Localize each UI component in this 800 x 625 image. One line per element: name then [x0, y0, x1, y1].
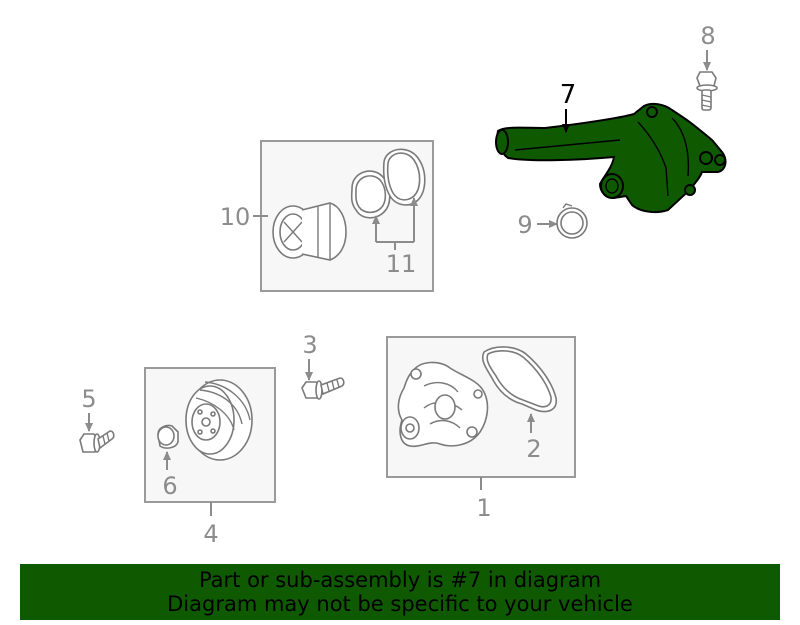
seal-ring-part-11[interactable] [350, 148, 426, 219]
callout-3: 3 [302, 331, 317, 359]
o-ring-part-9[interactable] [556, 203, 588, 239]
water-outlet-housing-part-7[interactable] [495, 102, 727, 214]
callout-1: 1 [476, 494, 491, 522]
callout-10: 10 [220, 203, 251, 231]
thermostat-part-10[interactable] [272, 202, 347, 261]
callout-11: 11 [386, 250, 417, 278]
bolt-part-3[interactable] [301, 377, 345, 400]
banner-line-2: Diagram may not be specific to your vehi… [167, 592, 633, 616]
water-pump-part-1[interactable] [397, 361, 489, 448]
callout-5: 5 [81, 385, 96, 413]
pulley-part-4[interactable] [185, 379, 253, 461]
banner-line-1: Part or sub-assembly is #7 in diagram [198, 568, 602, 592]
gasket-part-2[interactable] [481, 346, 558, 413]
info-banner: Part or sub-assembly is #7 in diagram Di… [20, 564, 780, 620]
callout-7: 7 [560, 80, 577, 110]
callout-2: 2 [526, 435, 541, 463]
bolt-part-6[interactable] [157, 424, 179, 449]
callout-6: 6 [162, 472, 177, 500]
callout-4: 4 [203, 520, 218, 548]
bolt-part-8[interactable] [696, 71, 718, 111]
callout-8: 8 [700, 22, 715, 50]
callout-9: 9 [517, 211, 532, 239]
bolt-part-5[interactable] [79, 430, 115, 453]
